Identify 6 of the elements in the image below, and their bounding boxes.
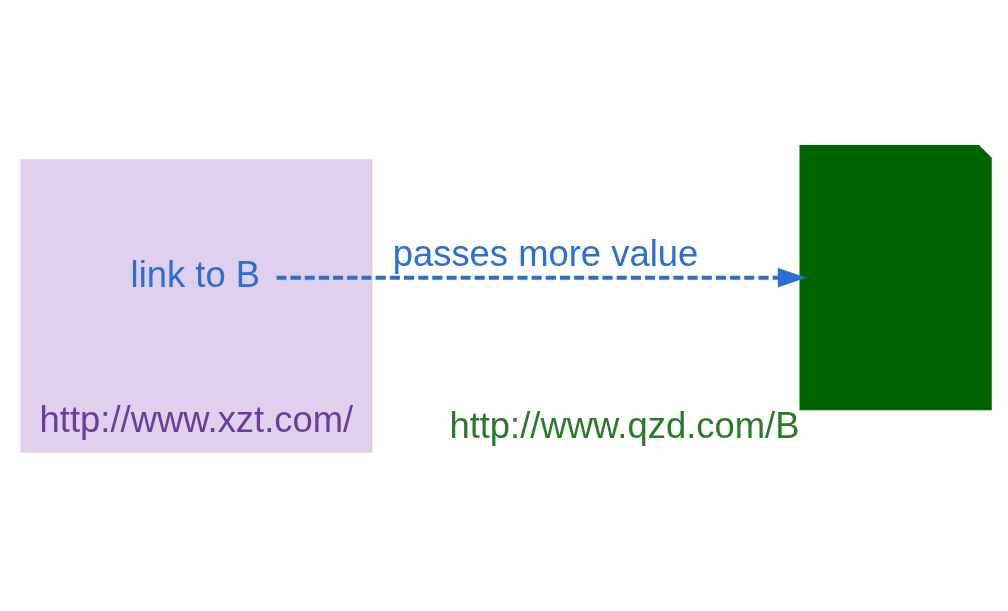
edge-label: passes more value bbox=[392, 232, 699, 274]
node-label: http://www.xzt.com/ bbox=[39, 398, 354, 440]
cluster bbox=[20, 158, 373, 453]
node-text: link to B bbox=[130, 253, 261, 295]
node-label: http://www.qzd.com/B bbox=[449, 404, 800, 446]
arrow bbox=[276, 267, 807, 288]
